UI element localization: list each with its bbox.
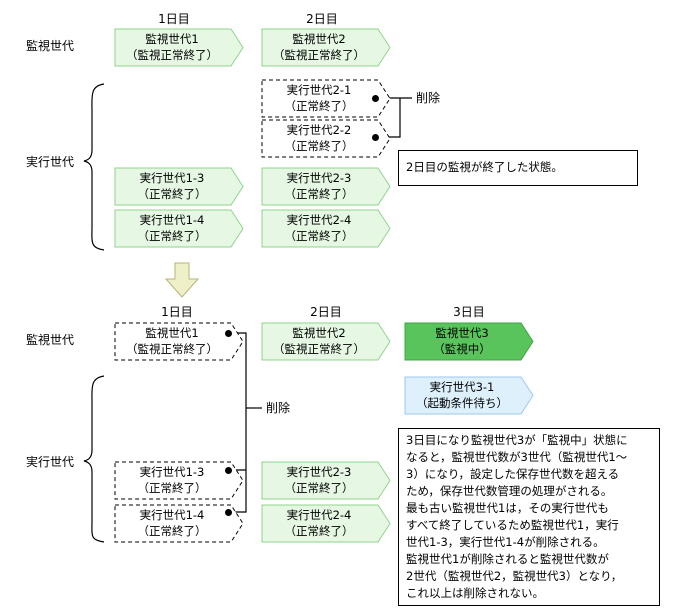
delete-label: 削除 — [416, 91, 441, 105]
exec-gen-name: 実行世代2-2 — [286, 123, 352, 137]
exec-gen-name: 実行世代1-4 — [139, 508, 205, 522]
monitor-gen-status: （監視正常終了） — [126, 342, 218, 356]
exec-gen-name: 実行世代2-3 — [286, 465, 352, 479]
monitor-gen-status: （監視正常終了） — [273, 342, 365, 356]
note-line: 3日目になり監視世代3が「監視中」状態に — [406, 433, 628, 447]
exec-gen-status: （起動条件待ち） — [416, 396, 508, 410]
note-line: 2世代（監視世代2，監視世代3）となり， — [406, 569, 623, 583]
exec-gen-1-4: 実行世代1-4 （正常終了） — [114, 209, 244, 248]
exec-gen-1-3-deleted: 実行世代1-3 （正常終了） — [114, 461, 244, 500]
delete-connector-dot — [225, 467, 232, 474]
monitor-gen-status: （監視正常終了） — [126, 48, 218, 62]
exec-gen-label: 実行世代 — [26, 155, 75, 169]
exec-gen-status: （正常終了） — [284, 187, 354, 201]
exec-gen-1-3: 実行世代1-3 （正常終了） — [114, 167, 244, 206]
exec-gen-status: （正常終了） — [137, 524, 207, 538]
monitor-gen-name: 監視世代2 — [292, 32, 346, 46]
note-line: なると，監視世代数が3世代（監視世代1〜 — [406, 450, 628, 464]
exec-gen-name: 実行世代2-3 — [286, 171, 352, 185]
monitor-gen-3-active: 監視世代3 （監視中） — [404, 322, 534, 361]
delete-connector-dot — [372, 95, 379, 102]
transition-arrow — [164, 262, 200, 298]
exec-gen-2-3: 実行世代2-3 （正常終了） — [261, 167, 391, 206]
exec-gen-2-2: 実行世代2-2 （正常終了） — [261, 119, 391, 158]
note-line: これ以上は削除されない。 — [406, 586, 544, 600]
note-line: 世代1-3，実行世代1-4が削除される。 — [406, 535, 605, 549]
delete-connector-dot — [225, 330, 232, 337]
exec-gen-label: 実行世代 — [26, 455, 75, 469]
note-line: すべて終了しているため監視世代1，実行 — [406, 518, 619, 532]
exec-gen-status: （正常終了） — [137, 229, 207, 243]
exec-gen-status: （正常終了） — [284, 481, 354, 495]
delete-connector-dot — [372, 134, 379, 141]
monitor-gen-1: 監視世代1 （監視正常終了） — [114, 28, 244, 67]
monitor-gen-name: 監視世代1 — [145, 326, 199, 340]
exec-gen-name: 実行世代1-3 — [139, 465, 205, 479]
day-3-header: 3日目 — [453, 305, 485, 319]
note-line: ため，保存世代数管理の処理がされる。 — [406, 484, 613, 498]
exec-gen-2-4: 実行世代2-4 （正常終了） — [261, 209, 391, 248]
exec-gen-status: （正常終了） — [284, 139, 354, 153]
top-note: 2日目の監視が終了した状態。 — [398, 150, 638, 186]
exec-gen-name: 実行世代1-4 — [139, 213, 205, 227]
monitor-gen-name: 監視世代1 — [145, 32, 199, 46]
monitor-gen-label: 監視世代 — [26, 39, 75, 53]
monitor-gen-status: （監視正常終了） — [273, 48, 365, 62]
exec-gen-2-3: 実行世代2-3 （正常終了） — [261, 461, 391, 500]
exec-gen-name: 実行世代2-4 — [286, 213, 352, 227]
delete-label: 削除 — [266, 401, 291, 415]
note-line: 3）になり，設定した保存世代数を超える — [406, 467, 620, 481]
note-line: 最も古い監視世代1は，その実行世代も — [406, 501, 609, 515]
monitor-gen-1-deleted: 監視世代1 （監視正常終了） — [114, 322, 244, 361]
exec-gen-name: 実行世代1-3 — [139, 171, 205, 185]
monitor-gen-label: 監視世代 — [26, 333, 75, 347]
bottom-note: 3日目になり監視世代3が「監視中」状態に なると，監視世代数が3世代（監視世代1… — [398, 428, 660, 606]
exec-gen-name: 実行世代2-4 — [286, 508, 352, 522]
exec-gen-status: （正常終了） — [137, 187, 207, 201]
monitor-gen-2: 監視世代2 （監視正常終了） — [261, 28, 391, 67]
exec-gen-status: （正常終了） — [284, 229, 354, 243]
delete-connector-dot — [225, 509, 232, 516]
monitor-gen-status: （監視中） — [433, 342, 491, 356]
exec-gen-status: （正常終了） — [284, 99, 354, 113]
day-1-header: 1日目 — [161, 305, 193, 319]
exec-gen-status: （正常終了） — [137, 481, 207, 495]
monitor-gen-name: 監視世代2 — [292, 326, 346, 340]
monitor-gen-2: 監視世代2 （監視正常終了） — [261, 322, 391, 361]
exec-gen-1-4-deleted: 実行世代1-4 （正常終了） — [114, 504, 244, 543]
exec-gen-2-1: 実行世代2-1 （正常終了） — [261, 79, 391, 118]
exec-gen-2-4: 実行世代2-4 （正常終了） — [261, 504, 391, 543]
day-2-header: 2日目 — [306, 12, 338, 26]
exec-gen-status: （正常終了） — [284, 524, 354, 538]
day-1-header: 1日目 — [158, 12, 190, 26]
monitor-gen-name: 監視世代3 — [435, 326, 489, 340]
exec-gen-3-1-waiting: 実行世代3-1 （起動条件待ち） — [404, 376, 534, 415]
exec-gen-name: 実行世代3-1 — [429, 380, 495, 394]
note-line: 監視世代1が削除されると監視世代数が — [406, 552, 609, 566]
exec-gen-name: 実行世代2-1 — [286, 83, 352, 97]
day-2-header: 2日目 — [310, 305, 342, 319]
